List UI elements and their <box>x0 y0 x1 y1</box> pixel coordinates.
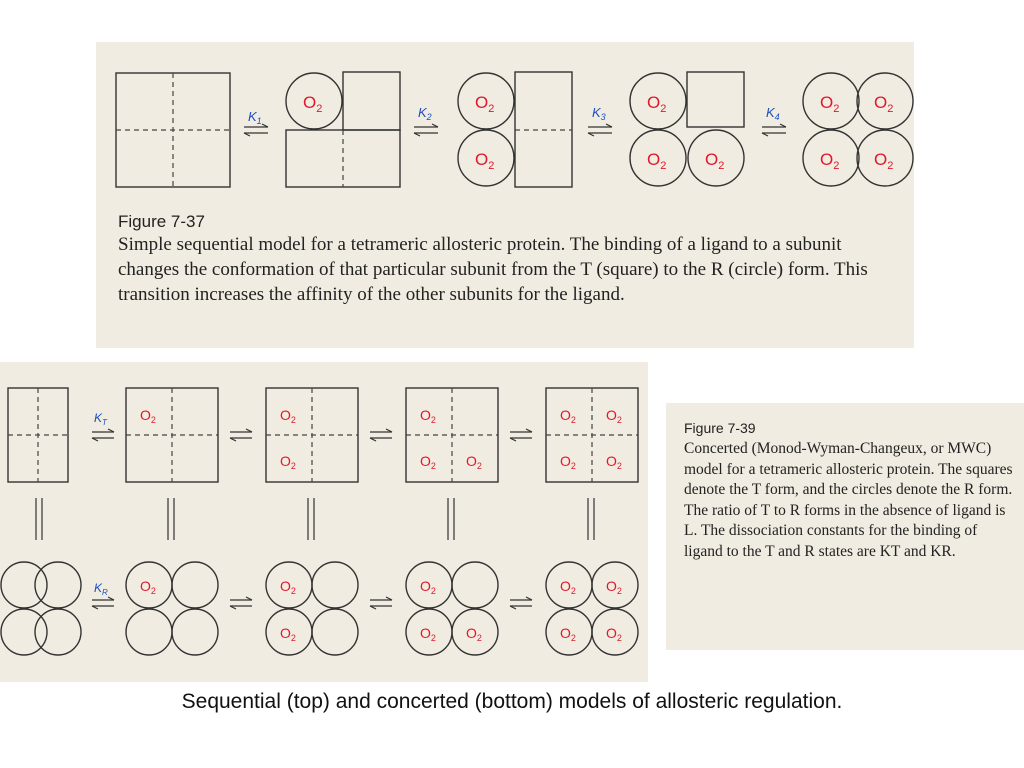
o2-label: O2 <box>420 625 436 643</box>
seq-arrow-1: K1 <box>243 109 269 137</box>
o2-label: O2 <box>280 625 296 643</box>
seq-state-0 <box>115 72 231 188</box>
mwc-r-state-1: O2 <box>125 561 219 656</box>
o2-label: O2 <box>280 453 296 471</box>
o2-label: O2 <box>420 453 436 471</box>
k1-label: K1 <box>248 109 262 126</box>
o2-label: O2 <box>705 150 724 172</box>
mwc-r-state-3: O2 O2 O2 <box>405 561 499 656</box>
o2-label: O2 <box>466 625 482 643</box>
o2-label: O2 <box>420 578 436 596</box>
o2-label: O2 <box>606 453 622 471</box>
o2-label: O2 <box>560 625 576 643</box>
k2-label: K2 <box>418 105 432 122</box>
o2-label: O2 <box>466 453 482 471</box>
mwc-t-state-3: O2 O2 O2 <box>405 387 499 483</box>
o2-label: O2 <box>420 407 436 425</box>
o2-label: O2 <box>475 93 494 115</box>
mwc-r-state-4: O2 O2 O2 O2 <box>545 561 639 656</box>
k4-label: K4 <box>766 105 780 122</box>
mwc-r-arrow <box>369 596 393 610</box>
seq-state-2: O2 O2 <box>457 71 573 188</box>
mwc-t-arrow <box>369 428 393 442</box>
figure-7-39-caption: Concerted (Monod-Wyman-Changeux, or MWC)… <box>684 440 1013 560</box>
seq-state-1: O2 <box>285 71 401 188</box>
seq-arrow-4: K4 <box>761 105 787 137</box>
o2-label: O2 <box>280 407 296 425</box>
figure-7-37-caption: Simple sequential model for a tetrameric… <box>118 234 868 305</box>
mwc-t-state-1: O2 <box>125 387 219 483</box>
o2-label: O2 <box>606 578 622 596</box>
figure-7-39-diagram-panel <box>0 362 648 682</box>
mwc-r-state-0 <box>0 561 82 656</box>
o2-label: O2 <box>140 578 156 596</box>
seq-arrow-2: K2 <box>413 105 439 137</box>
mwc-r-arrow-kr: KR <box>91 581 115 610</box>
mwc-t-state-4: O2 O2 O2 O2 <box>545 387 639 483</box>
o2-label: O2 <box>280 578 296 596</box>
o2-label: O2 <box>303 93 322 115</box>
mwc-t-arrow <box>509 428 533 442</box>
o2-label: O2 <box>874 93 893 115</box>
mwc-t-arrow <box>229 428 253 442</box>
o2-label: O2 <box>874 150 893 172</box>
seq-state-3: O2 O2 O2 <box>629 71 745 187</box>
mwc-t-state-2: O2 O2 <box>265 387 359 483</box>
mwc-r-arrow <box>229 596 253 610</box>
o2-label: O2 <box>140 407 156 425</box>
o2-label: O2 <box>647 150 666 172</box>
mwc-t-state-0 <box>7 387 69 483</box>
figure-7-37-panel <box>96 42 914 348</box>
o2-label: O2 <box>606 625 622 643</box>
o2-label: O2 <box>820 93 839 115</box>
figure-7-39-caption-panel <box>666 403 1024 650</box>
seq-state-4: O2 O2 O2 O2 <box>802 72 914 187</box>
figure-7-37-title: Figure 7-37 <box>118 212 205 231</box>
kr-label: KR <box>94 581 108 597</box>
o2-label: O2 <box>560 578 576 596</box>
mwc-vertical-arrows <box>35 498 595 540</box>
o2-label: O2 <box>475 150 494 172</box>
kt-label: KT <box>94 411 108 427</box>
k3-label: K3 <box>592 105 606 122</box>
o2-label: O2 <box>647 93 666 115</box>
slide-caption: Sequential (top) and concerted (bottom) … <box>181 690 843 713</box>
mwc-r-arrow <box>509 596 533 610</box>
o2-label: O2 <box>560 453 576 471</box>
figure-7-39-title: Figure 7-39 <box>684 420 756 436</box>
o2-label: O2 <box>560 407 576 425</box>
mwc-r-state-2: O2 O2 <box>265 561 359 656</box>
mwc-t-arrow-kt: KT <box>91 411 115 442</box>
o2-label: O2 <box>606 407 622 425</box>
seq-arrow-3: K3 <box>587 105 613 137</box>
o2-label: O2 <box>820 150 839 172</box>
